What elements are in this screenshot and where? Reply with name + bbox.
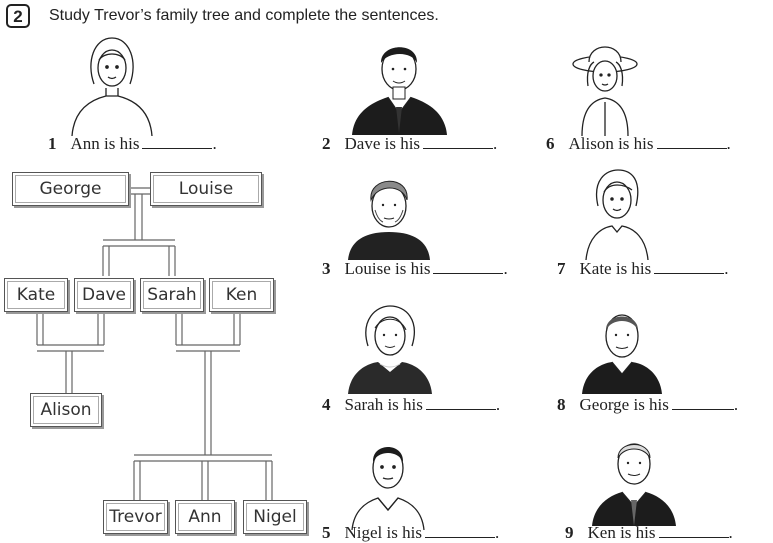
sentence-text: Ken is his bbox=[587, 523, 656, 542]
sarah-portrait bbox=[348, 305, 432, 394]
sentence-text: Dave is his bbox=[344, 134, 421, 153]
tree-node-nigel: Nigel bbox=[243, 500, 307, 534]
george-portrait bbox=[582, 314, 662, 394]
alison-portrait bbox=[572, 46, 638, 136]
sentence-8: 8 George is his. bbox=[557, 395, 738, 415]
sentence-end: . bbox=[494, 523, 500, 542]
answer-blank[interactable] bbox=[654, 261, 725, 274]
tree-node-trevor: Trevor bbox=[103, 500, 168, 534]
tree-node-george: George bbox=[12, 172, 129, 206]
sentence-end: . bbox=[726, 134, 731, 153]
sentence-2: 2 Dave is his. bbox=[322, 134, 497, 154]
sentence-text: Alison is his bbox=[568, 134, 654, 153]
sentence-number: 7 bbox=[557, 259, 566, 278]
tree-node-kate: Kate bbox=[4, 278, 68, 312]
sentence-9: 9 Ken is his. bbox=[565, 523, 733, 543]
sentence-number: 9 bbox=[565, 523, 574, 542]
louise-portrait bbox=[348, 180, 430, 260]
ken-portrait bbox=[592, 443, 676, 526]
sentence-end: . bbox=[728, 523, 733, 542]
answer-blank[interactable] bbox=[423, 136, 494, 149]
answer-blank[interactable] bbox=[142, 136, 213, 149]
sentence-4: 4 Sarah is his. bbox=[322, 395, 500, 415]
sentence-text: Ann is his bbox=[70, 134, 140, 153]
sentence-number: 3 bbox=[322, 259, 331, 278]
sentence-number: 6 bbox=[546, 134, 555, 153]
kate-portrait bbox=[585, 169, 649, 260]
sentence-end: . bbox=[733, 395, 739, 414]
sentence-text: Nigel is his bbox=[344, 523, 422, 542]
sentence-text: Kate is his bbox=[579, 259, 652, 278]
sentence-7: 7 Kate is his. bbox=[557, 259, 729, 279]
answer-blank[interactable] bbox=[671, 397, 734, 410]
nigel-portrait bbox=[351, 447, 425, 530]
sentence-text: Sarah is his bbox=[344, 395, 423, 414]
answer-blank[interactable] bbox=[425, 397, 496, 410]
sentence-text: George is his bbox=[579, 395, 669, 414]
answer-blank[interactable] bbox=[658, 525, 729, 538]
sentence-number: 1 bbox=[48, 134, 57, 153]
tree-node-sarah: Sarah bbox=[140, 278, 204, 312]
sentence-number: 5 bbox=[322, 523, 331, 542]
answer-blank[interactable] bbox=[433, 261, 504, 274]
answer-blank[interactable] bbox=[424, 525, 495, 538]
exercise-instruction: Study Trevor’s family tree and complete … bbox=[49, 7, 439, 24]
sentence-6: 6 Alison is his. bbox=[546, 134, 731, 154]
tree-node-ken: Ken bbox=[209, 278, 274, 312]
tree-node-louise: Louise bbox=[150, 172, 262, 206]
sentence-end: . bbox=[212, 134, 217, 153]
sentence-number: 2 bbox=[322, 134, 331, 153]
sentence-end: . bbox=[503, 259, 508, 278]
sentence-end: . bbox=[495, 395, 501, 414]
sentence-3: 3 Louise is his. bbox=[322, 259, 508, 279]
answer-blank[interactable] bbox=[656, 136, 727, 149]
sentence-number: 8 bbox=[557, 395, 566, 414]
sentence-number: 4 bbox=[322, 395, 331, 414]
sentence-1: 1 Ann is his. bbox=[48, 134, 217, 154]
sentence-text: Louise is his bbox=[344, 259, 431, 278]
sentence-end: . bbox=[724, 259, 729, 278]
tree-node-ann: Ann bbox=[175, 500, 235, 534]
exercise-number: 2 bbox=[6, 4, 30, 28]
tree-node-alison: Alison bbox=[30, 393, 102, 427]
sentence-end: . bbox=[493, 134, 498, 153]
tree-node-dave: Dave bbox=[74, 278, 134, 312]
sentence-5: 5 Nigel is his. bbox=[322, 523, 499, 543]
dave-portrait bbox=[352, 47, 447, 135]
ann-portrait bbox=[71, 37, 153, 136]
